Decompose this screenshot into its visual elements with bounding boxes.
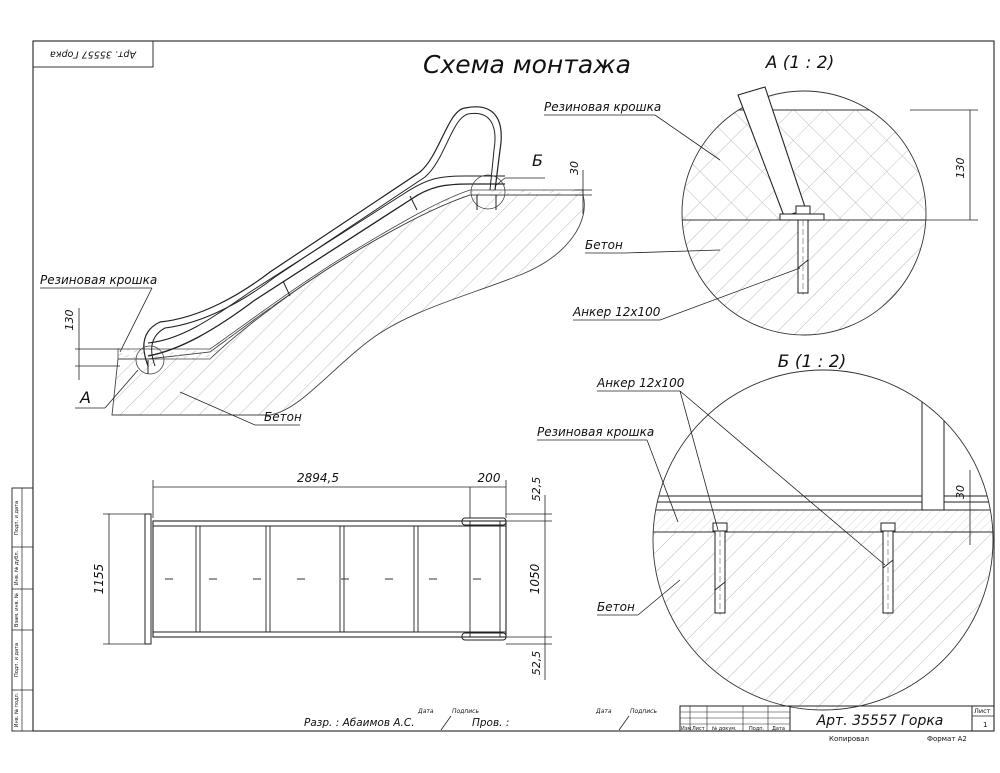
developer: Разр. : Абаимов А.С. xyxy=(304,717,415,729)
mark-b: Б xyxy=(532,151,543,170)
copied-caption: Копировал xyxy=(829,735,869,743)
side-stamp-5: Подп. и дата xyxy=(14,501,20,535)
col-sheet: Лист xyxy=(692,726,705,732)
plan-dim-width-inner: 1050 xyxy=(528,563,542,594)
side-stamp-2: Подп. и дата xyxy=(14,643,20,677)
sheet-label: Лист xyxy=(974,707,991,715)
drawing-title: Схема монтажа xyxy=(423,50,631,79)
detail-b-dim-30: 30 xyxy=(954,485,967,499)
col-date: Дата xyxy=(772,726,785,732)
slide-chute xyxy=(147,183,505,357)
col-change: Изм. xyxy=(681,726,693,732)
detail-a-title: А (1 : 2) xyxy=(765,53,834,73)
mark-a: А xyxy=(79,388,91,407)
plan-view: 2894,5 200 1155 1050 52,5 52,5 xyxy=(92,471,552,680)
detail-a-label-concrete: Бетон xyxy=(585,238,623,252)
developer-signature-caption: Подпись xyxy=(452,708,479,715)
checker-signature-caption: Подпись xyxy=(630,708,657,715)
main-label-rubber: Резиновая крошка xyxy=(40,273,157,287)
plan-dim-width-total: 1155 xyxy=(92,564,106,595)
plan-dim-offset-bottom: 52,5 xyxy=(530,651,543,676)
sheet-border xyxy=(32,40,995,732)
plan-frame xyxy=(152,520,507,638)
detail-b-label-anchor: Анкер 12х100 xyxy=(596,376,685,390)
side-stamp-1: Инв. № подл. xyxy=(14,692,20,727)
main-dim-30: 30 xyxy=(568,161,581,175)
title-block: Разр. : Абаимов А.С. Дата Подпись Пров. … xyxy=(304,705,995,743)
plan-dim-end: 200 xyxy=(478,471,501,485)
developer-date-caption: Дата xyxy=(417,708,434,715)
detail-a-dim-130: 130 xyxy=(954,158,967,179)
main-dim-130: 130 xyxy=(63,310,76,331)
plan-dim-length: 2894,5 xyxy=(297,471,339,485)
detail-b: Б (1 : 2) 30 Анкер 12х100 Резино xyxy=(537,352,994,711)
detail-a: А (1 : 2) 130 Резиновая крошка Бетон Анк… xyxy=(544,53,978,336)
detail-b-label-concrete: Бетон xyxy=(597,600,635,614)
checker-date-caption: Дата xyxy=(595,708,612,715)
plan-dim-offset-top: 52,5 xyxy=(530,477,543,502)
detail-b-circle xyxy=(470,174,506,210)
side-stamp-3: Взам. инв. № xyxy=(14,592,20,627)
detail-a-label-rubber: Резиновая крошка xyxy=(544,100,661,114)
detail-a-label-anchor: Анкер 12х100 xyxy=(572,305,661,319)
side-stamps: Инв. № подл. Подп. и дата Взам. инв. № И… xyxy=(11,487,34,732)
col-doc: № докум. xyxy=(712,726,737,732)
checker: Пров. : xyxy=(472,717,509,729)
format-caption: Формат А2 xyxy=(927,735,967,743)
main-view: Б А 30 130 Резиновая крошка Бетон xyxy=(40,106,592,426)
col-sign: Подп. xyxy=(749,726,765,732)
slide-rail xyxy=(143,106,502,367)
detail-a-circle xyxy=(135,345,165,375)
rotated-stamp: Арт. 35557 Горка xyxy=(32,40,154,68)
rotated-stamp-text: Арт. 35557 Горка xyxy=(50,49,137,60)
sheet-number: 1 xyxy=(983,721,987,729)
side-stamp-4: Инв. № дубл. xyxy=(14,550,20,585)
detail-b-label-rubber: Резиновая крошка xyxy=(537,425,654,439)
main-label-concrete: Бетон xyxy=(264,410,302,424)
detail-b-title: Б (1 : 2) xyxy=(778,352,847,372)
document-name: Арт. 35557 Горка xyxy=(816,713,944,729)
